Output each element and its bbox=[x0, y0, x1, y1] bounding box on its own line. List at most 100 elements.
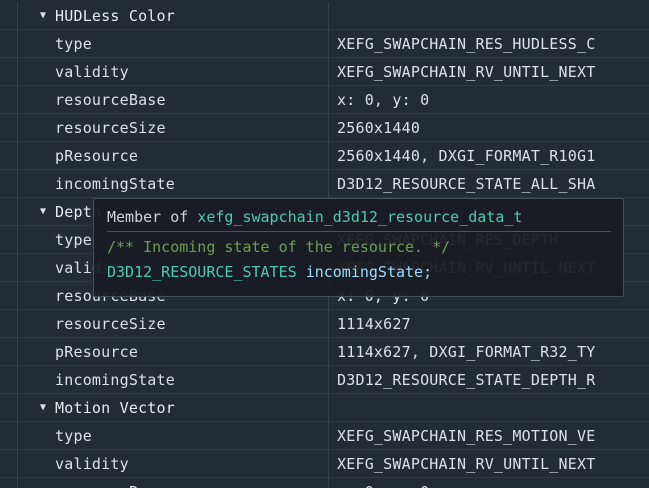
tree-item-label: validity bbox=[55, 62, 129, 81]
tree-property-row[interactable]: pResource 1114x627, DXGI_FORMAT_R32_TY bbox=[0, 337, 649, 366]
tree-item-label: resourceSize bbox=[55, 118, 166, 137]
tree-item-value: x: 0, y: 0 bbox=[337, 478, 429, 488]
member-doc-tooltip: Member of xefg_swapchain_d3d12_resource_… bbox=[93, 198, 624, 297]
tree-value-cell[interactable]: 1114x627 bbox=[329, 310, 649, 338]
tree-gutter bbox=[0, 225, 18, 254]
tree-property-row[interactable]: validity XEFG_SWAPCHAIN_RV_UNTIL_NEXT bbox=[0, 449, 649, 478]
tree-name-cell[interactable]: pResource bbox=[18, 141, 329, 170]
tree-gutter bbox=[0, 85, 18, 114]
tree-item-label: type bbox=[55, 426, 92, 445]
tree-item-value: XEFG_SWAPCHAIN_RV_UNTIL_NEXT bbox=[337, 62, 596, 81]
tree-item-label: pResource bbox=[55, 342, 139, 361]
tooltip-declaration: D3D12_RESOURCE_STATES incomingState; bbox=[107, 260, 611, 285]
tooltip-parent-type: xefg_swapchain_d3d12_resource_data_t bbox=[197, 208, 523, 226]
tree-item-label: type bbox=[55, 34, 92, 53]
tree-property-row[interactable]: validity XEFG_SWAPCHAIN_RV_UNTIL_NEXT bbox=[0, 57, 649, 86]
tree-gutter bbox=[0, 477, 18, 488]
tree-item-label: incomingState bbox=[55, 370, 175, 389]
tree-value-cell[interactable] bbox=[329, 2, 649, 30]
tree-name-cell[interactable]: incomingState bbox=[18, 365, 329, 394]
tree-name-cell[interactable]: ▼ Motion Vector bbox=[18, 393, 329, 422]
tree-gutter bbox=[0, 57, 18, 86]
tree-item-label: resourceBase bbox=[55, 90, 166, 109]
tree-gutter bbox=[0, 393, 18, 422]
tree-value-cell[interactable]: D3D12_RESOURCE_STATE_ALL_SHA bbox=[329, 170, 649, 198]
tree-item-label: Motion Vector bbox=[55, 398, 175, 417]
tree-value-cell[interactable]: x: 0, y: 0 bbox=[329, 86, 649, 114]
tree-property-row[interactable]: pResource 2560x1440, DXGI_FORMAT_R10G1 bbox=[0, 141, 649, 170]
tree-item-label: validity bbox=[55, 454, 129, 473]
chevron-down-icon[interactable]: ▼ bbox=[39, 9, 47, 21]
tree-item-value: D3D12_RESOURCE_STATE_ALL_SHA bbox=[337, 174, 596, 193]
tree-item-value: 2560x1440, DXGI_FORMAT_R10G1 bbox=[337, 146, 596, 165]
tree-item-label: pResource bbox=[55, 146, 139, 165]
tree-name-cell[interactable]: resourceBase bbox=[18, 477, 329, 488]
tree-item-value: 1114x627, DXGI_FORMAT_R32_TY bbox=[337, 342, 596, 361]
tree-name-cell[interactable]: resourceSize bbox=[18, 113, 329, 142]
tooltip-divider bbox=[107, 231, 611, 232]
tree-property-row[interactable]: resourceSize 2560x1440 bbox=[0, 113, 649, 142]
tree-value-cell[interactable]: XEFG_SWAPCHAIN_RV_UNTIL_NEXT bbox=[329, 58, 649, 86]
tree-gutter bbox=[0, 29, 18, 58]
tree-item-label: resourceSize bbox=[55, 314, 166, 333]
tree-gutter bbox=[0, 141, 18, 170]
tree-gutter bbox=[0, 449, 18, 478]
tree-property-row[interactable]: type XEFG_SWAPCHAIN_RES_MOTION_VE bbox=[0, 421, 649, 450]
tree-name-cell[interactable]: resourceBase bbox=[18, 85, 329, 114]
tree-gutter bbox=[0, 421, 18, 450]
tree-property-row[interactable]: type XEFG_SWAPCHAIN_RES_HUDLESS_C bbox=[0, 29, 649, 58]
tree-item-label: HUDLess Color bbox=[55, 6, 175, 25]
tree-property-row[interactable]: resourceBase x: 0, y: 0 bbox=[0, 85, 649, 114]
tree-gutter bbox=[0, 337, 18, 366]
chevron-down-icon[interactable]: ▼ bbox=[39, 205, 47, 217]
tree-value-cell[interactable]: XEFG_SWAPCHAIN_RV_UNTIL_NEXT bbox=[329, 450, 649, 478]
tree-item-value: XEFG_SWAPCHAIN_RES_HUDLESS_C bbox=[337, 34, 596, 53]
tooltip-decl-type: D3D12_RESOURCE_STATES bbox=[107, 263, 297, 281]
tree-name-cell[interactable]: type bbox=[18, 29, 329, 58]
tooltip-decl-name: incomingState bbox=[305, 263, 424, 281]
tree-value-cell[interactable]: 2560x1440 bbox=[329, 114, 649, 142]
tree-gutter bbox=[0, 365, 18, 394]
tree-item-value: 2560x1440 bbox=[337, 118, 421, 137]
tree-value-cell[interactable] bbox=[329, 394, 649, 422]
tree-item-label: resourceBase bbox=[55, 478, 166, 488]
tree-property-row[interactable]: resourceSize 1114x627 bbox=[0, 309, 649, 338]
tree-item-value: XEFG_SWAPCHAIN_RV_UNTIL_NEXT bbox=[337, 454, 596, 473]
chevron-down-icon[interactable]: ▼ bbox=[39, 401, 47, 413]
tree-property-row[interactable]: resourceBase x: 0, y: 0 bbox=[0, 477, 649, 488]
tree-name-cell[interactable]: ▼ HUDLess Color bbox=[18, 1, 329, 30]
tree-value-cell[interactable]: XEFG_SWAPCHAIN_RES_MOTION_VE bbox=[329, 422, 649, 450]
tree-item-value: XEFG_SWAPCHAIN_RES_MOTION_VE bbox=[337, 426, 596, 445]
tree-gutter bbox=[0, 1, 18, 30]
tree-gutter bbox=[0, 253, 18, 282]
tree-gutter bbox=[0, 281, 18, 310]
tree-name-cell[interactable]: type bbox=[18, 421, 329, 450]
tree-name-cell[interactable]: incomingState bbox=[18, 169, 329, 198]
tree-gutter bbox=[0, 169, 18, 198]
tree-value-cell[interactable]: 1114x627, DXGI_FORMAT_R32_TY bbox=[329, 338, 649, 366]
tree-value-cell[interactable]: D3D12_RESOURCE_STATE_DEPTH_R bbox=[329, 366, 649, 394]
tree-name-cell[interactable]: pResource bbox=[18, 337, 329, 366]
tree-group-row[interactable]: ▼ HUDLess Color bbox=[0, 1, 649, 30]
tooltip-decl-semicolon: ; bbox=[423, 263, 433, 281]
tree-item-value: D3D12_RESOURCE_STATE_DEPTH_R bbox=[337, 370, 596, 389]
tooltip-member-of-label: Member of bbox=[107, 208, 189, 226]
tree-group-row[interactable]: ▼ Motion Vector bbox=[0, 393, 649, 422]
tree-item-value: 1114x627 bbox=[337, 314, 411, 333]
tree-item-value: x: 0, y: 0 bbox=[337, 90, 430, 109]
tree-item-label: Depth bbox=[55, 202, 102, 221]
tree-name-cell[interactable]: validity bbox=[18, 57, 329, 86]
tree-gutter bbox=[0, 197, 18, 226]
tree-property-row[interactable]: incomingState D3D12_RESOURCE_STATE_ALL_SH… bbox=[0, 169, 649, 198]
tree-name-cell[interactable]: validity bbox=[18, 449, 329, 478]
tree-value-cell[interactable]: x: 0, y: 0 bbox=[329, 478, 649, 488]
tree-item-label: type bbox=[55, 230, 92, 249]
tree-gutter bbox=[0, 309, 18, 338]
tree-value-cell[interactable]: XEFG_SWAPCHAIN_RES_HUDLESS_C bbox=[329, 30, 649, 58]
tree-value-cell[interactable]: 2560x1440, DXGI_FORMAT_R10G1 bbox=[329, 142, 649, 170]
tree-item-label: incomingState bbox=[55, 174, 175, 193]
tree-property-row[interactable]: incomingState D3D12_RESOURCE_STATE_DEPTH_… bbox=[0, 365, 649, 394]
tooltip-doc-comment: /** Incoming state of the resource. */ bbox=[107, 238, 451, 256]
tree-name-cell[interactable]: resourceSize bbox=[18, 309, 329, 338]
